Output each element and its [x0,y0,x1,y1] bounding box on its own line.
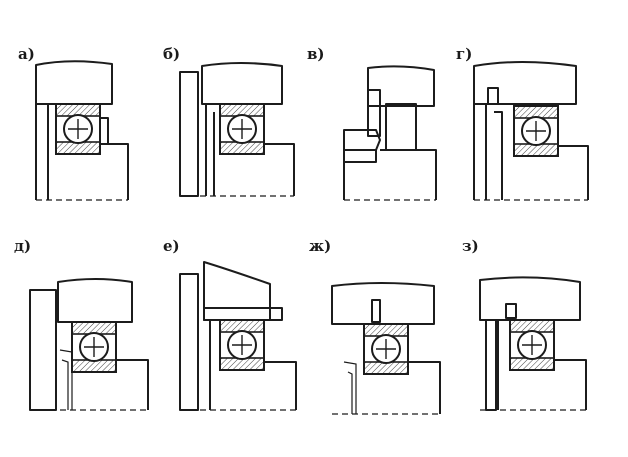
panel-v-drawing [343,65,437,201]
panel-e-drawing [179,261,297,411]
panel-label-v: в) [307,45,325,63]
panel-zh-drawing [331,282,441,415]
panel-label-d: д) [14,237,32,255]
panel-label-g: г) [456,45,473,63]
panel-d-drawing [29,278,149,411]
panel-g-drawing [473,61,589,201]
panel-z-drawing [479,276,587,411]
panel-label-a: а) [18,45,35,63]
panel-label-e: е) [163,237,180,255]
panel-label-z: з) [462,237,479,255]
panel-label-b: б) [163,45,181,63]
panel-a-drawing [35,60,129,201]
panel-label-zh: ж) [309,237,332,255]
panel-b-drawing [179,62,295,197]
